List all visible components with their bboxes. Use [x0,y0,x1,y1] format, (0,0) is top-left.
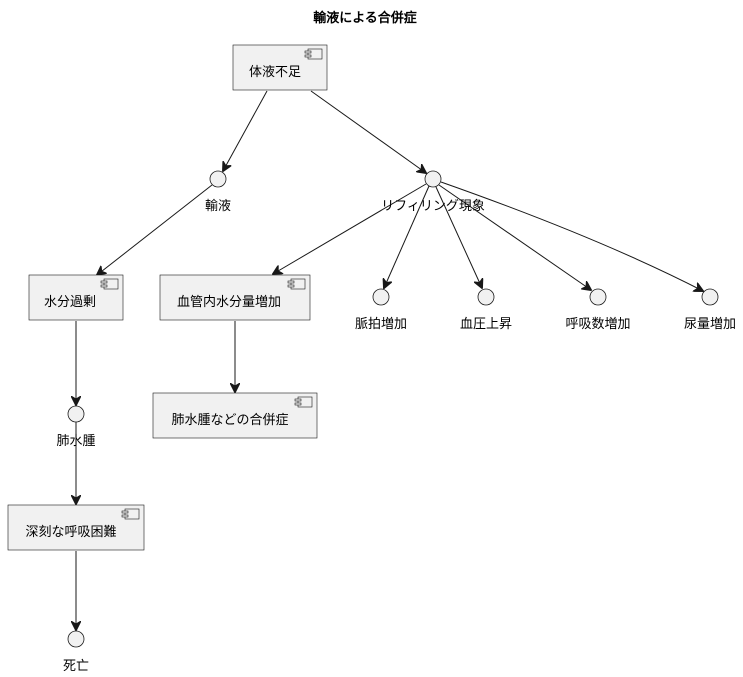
diagram-title: 輸液による合併症 [313,10,417,26]
component-taieki-fusoku: 体液不足 [232,44,328,91]
interface-label: リフィリング現象 [381,199,485,214]
interface-kokyuusuu-zouka: 呼吸数増加 [565,288,631,332]
component-kekkannai-suibunryou-zouka: 血管内水分量増加 [159,274,311,321]
component-suibun-kajou: 水分過剰 [28,274,124,321]
interface-label: 血圧上昇 [460,317,512,332]
component-icon [304,48,323,60]
interface-myakuhaku-zouka: 脈拍増加 [355,288,407,332]
edge-i_refill-to-i_nyoryo [440,181,703,291]
component-icon [294,396,313,408]
component-label: 水分過剰 [44,295,96,310]
component-label: 肺水腫などの合併症 [171,412,288,428]
interface-yueki: 輸液 [205,170,231,214]
edge-i_refill-to-c_kekkan [273,183,427,274]
edges-layer [76,90,703,630]
edge-i_refill-to-i_myaku [384,185,430,288]
interface-label: 肺水腫 [56,433,95,449]
edge-i_yueki-to-c_suibun [97,184,213,275]
component-label: 深刻な呼吸困難 [25,525,116,540]
component-icon [287,278,306,290]
edge-i_refill-to-i_kokyusu [438,184,591,290]
component-label: 体液不足 [249,65,301,80]
edge-c_taieki-to-i_yueki [223,90,268,171]
interface-label: 尿量増加 [684,317,736,332]
component-icon [121,508,140,520]
component-label: 血管内水分量増加 [177,294,281,310]
component-shinkoku-na-kokyuu-konnan: 深刻な呼吸困難 [7,504,145,551]
interface-label: 輸液 [205,199,231,214]
interface-refilling: リフィリング現象 [381,170,485,214]
interface-haisuishu: 肺水腫 [56,405,96,449]
edge-c_taieki-to-i_refill [310,90,426,173]
interface-label: 死亡 [63,659,89,674]
interface-label: 脈拍増加 [355,317,407,332]
component-icon [100,278,119,290]
interface-shibou: 死亡 [63,630,89,674]
interface-label: 呼吸数増加 [565,317,630,332]
edge-i_refill-to-i_ketsuatsu [435,186,482,288]
component-haisuishu-nado-no-gappeishou: 肺水腫などの合併症 [152,392,318,439]
interface-nyouryou-zouka: 尿量増加 [684,288,736,332]
interface-ketsuatsu-joushou: 血圧上昇 [460,288,512,332]
